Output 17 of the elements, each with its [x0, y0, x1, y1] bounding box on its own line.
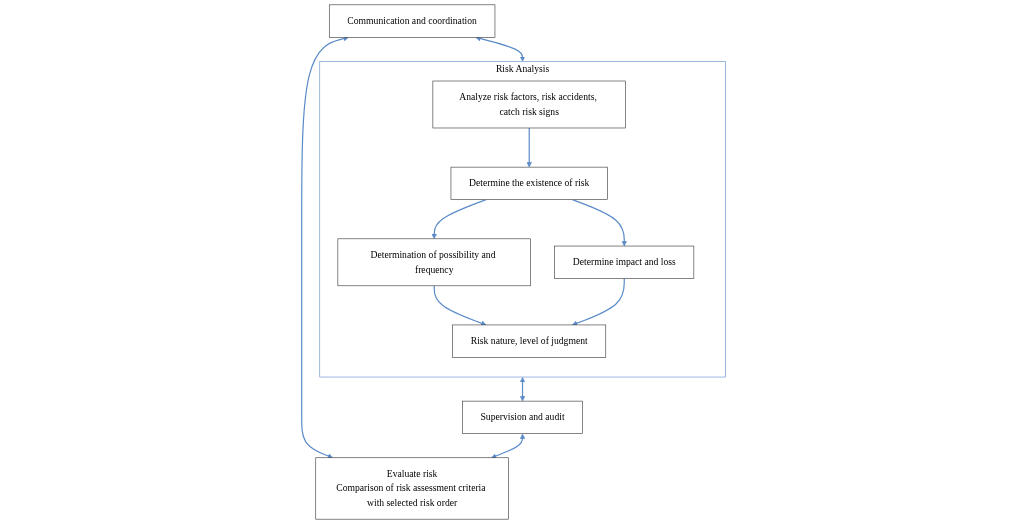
arrow	[475, 36, 526, 62]
arrow	[491, 433, 526, 459]
arrow	[431, 199, 487, 240]
arrow	[572, 277, 625, 326]
node-box: Determination of possibility and frequency	[337, 238, 531, 287]
node-box: Supervision and audit	[462, 400, 583, 434]
arrow	[433, 285, 487, 326]
arrow	[301, 36, 349, 459]
arrow	[571, 199, 627, 247]
node-box: Evaluate risk Comparison of risk assessment criteria with selected risk order	[315, 457, 509, 520]
node-box: Risk nature, level of judgment	[452, 324, 607, 358]
node-box: Determine the existence of risk	[450, 166, 608, 200]
node-box: Analyze risk factors, risk accidents, catch risk signs	[432, 80, 626, 129]
arrow	[519, 377, 526, 402]
node-box: Determine impact and loss	[554, 245, 695, 279]
node-box: Communication and coordination	[328, 4, 496, 38]
arrow	[526, 127, 532, 168]
